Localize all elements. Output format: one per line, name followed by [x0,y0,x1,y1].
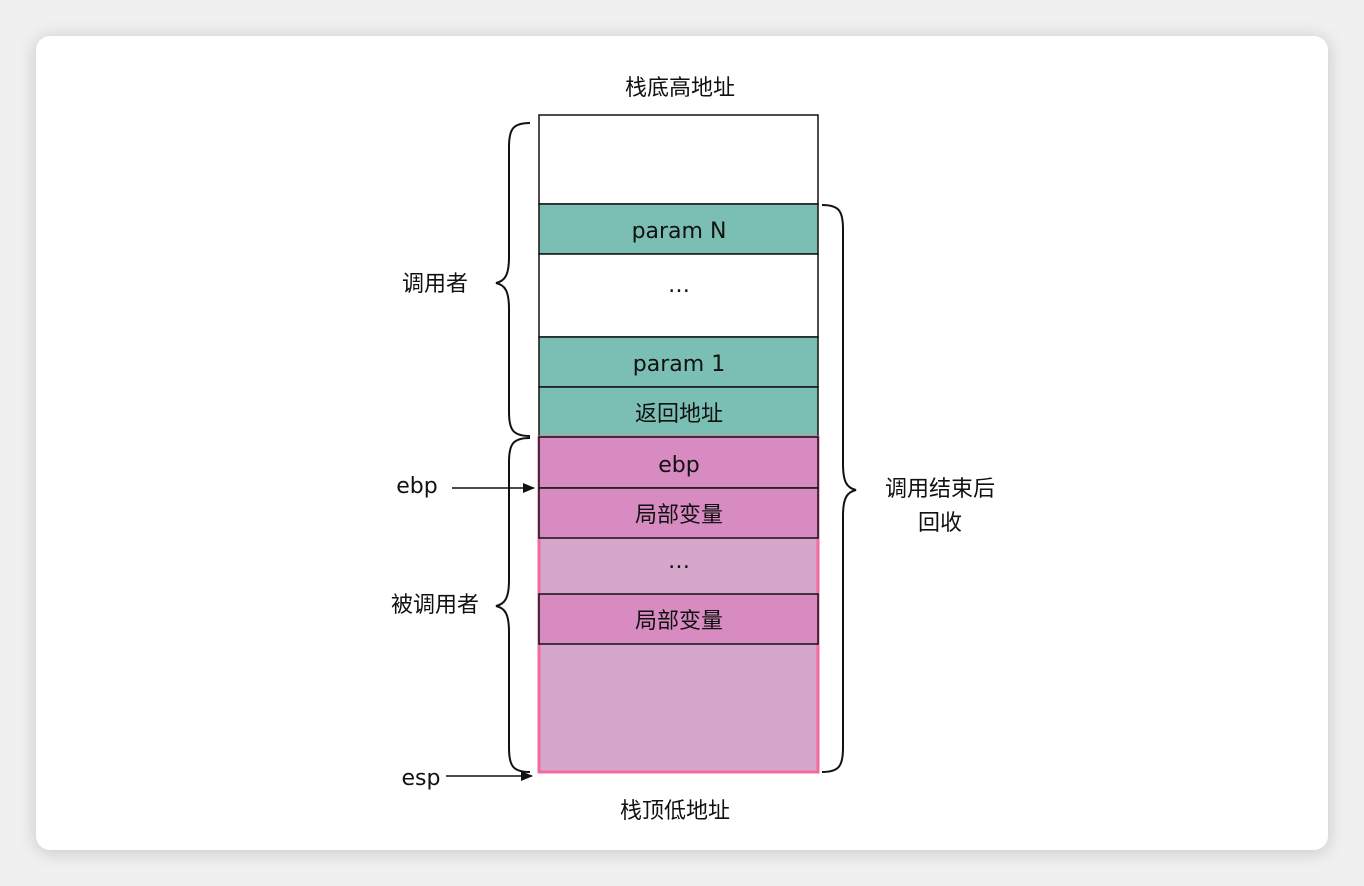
stack-cell-ebp [538,436,819,489]
reclaim-label-line1: 调用结束后 [885,477,995,502]
stack-cell-param-n [538,203,819,255]
ebp-pointer-label: ebp [396,474,437,499]
top-address-label: 栈底高地址 [625,76,735,101]
param-1-label: param 1 [633,352,725,377]
caller-brace [495,122,531,437]
callee-brace [495,437,531,773]
bottom-address-label: 栈顶低地址 [620,799,730,824]
caller-label: 调用者 [402,272,468,297]
dots-upper-label: … [668,273,690,298]
callee-label: 被调用者 [391,593,479,618]
stack-cell-param-1 [538,336,819,388]
stack-cell-local-var-2 [538,593,819,645]
stack-cell-return-address [538,386,819,438]
stack-cell-local-var-1 [538,487,819,539]
local-var-2-label: 局部变量 [635,609,723,634]
stack-cell-empty-top [538,114,819,205]
return-address-label: 返回地址 [635,402,723,427]
param-n-label: param N [632,219,727,244]
esp-pointer-label: esp [402,766,441,791]
stack-cell-dots-upper [538,253,819,338]
dots-lower-label: … [668,549,690,574]
stack-frame-diagram: 栈底高地址 param N … param 1 返回地址 ebp 局部变量 … … [391,76,995,824]
reclaim-brace [821,204,857,773]
ebp-cell-label: ebp [658,453,699,478]
diagram-card: 栈底高地址 param N … param 1 返回地址 ebp 局部变量 … … [36,36,1328,850]
local-var-1-label: 局部变量 [635,503,723,528]
reclaim-label-line2: 回收 [918,511,962,536]
